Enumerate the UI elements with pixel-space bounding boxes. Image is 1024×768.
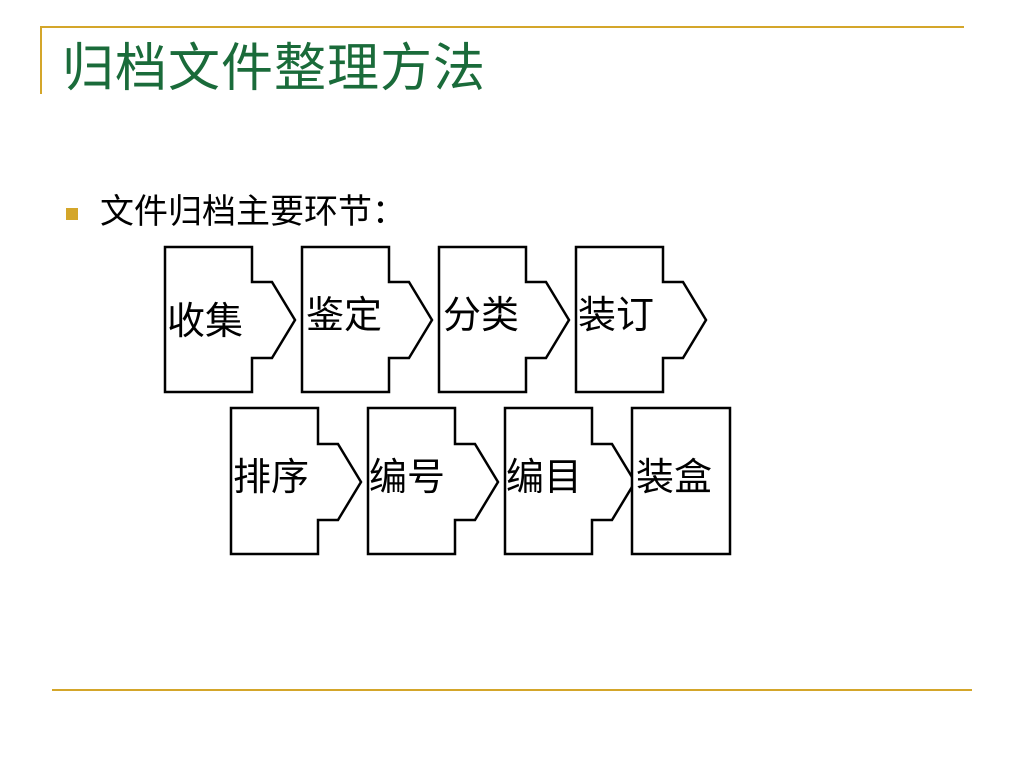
step-label: 编号 <box>369 455 445 499</box>
flow-step-final: 装盒 <box>630 406 732 556</box>
step-arrow-shape <box>300 245 434 394</box>
flow-step: 装订 <box>574 245 708 394</box>
flow-step: 编目 <box>503 406 637 556</box>
square-bullet-icon <box>66 208 78 220</box>
step-arrow-shape <box>503 406 637 556</box>
step-label: 编目 <box>506 455 582 499</box>
top-accent-line <box>40 26 964 28</box>
step-arrow-shape <box>229 406 363 556</box>
step-label: 排序 <box>233 455 309 499</box>
step-label: 收集 <box>167 299 243 343</box>
step-label: 鉴定 <box>306 293 382 337</box>
flow-step: 鉴定 <box>300 245 434 394</box>
bottom-accent-line <box>52 689 972 691</box>
left-accent-tick <box>40 26 42 94</box>
step-box-shape <box>630 406 732 556</box>
flow-step: 分类 <box>437 245 571 394</box>
flow-step: 收集 <box>163 245 297 394</box>
step-arrow-shape <box>574 245 708 394</box>
step-label: 装盒 <box>636 455 712 499</box>
flow-step: 排序 <box>229 406 363 556</box>
bullet-text: 文件归档主要环节： <box>100 192 406 232</box>
step-label: 装订 <box>578 293 654 337</box>
step-arrow-shape <box>163 245 297 394</box>
step-arrow-shape <box>366 406 500 556</box>
flow-step: 编号 <box>366 406 500 556</box>
slide-title: 归档文件整理方法 <box>62 39 487 99</box>
step-label: 分类 <box>443 293 519 337</box>
step-arrow-shape <box>437 245 571 394</box>
